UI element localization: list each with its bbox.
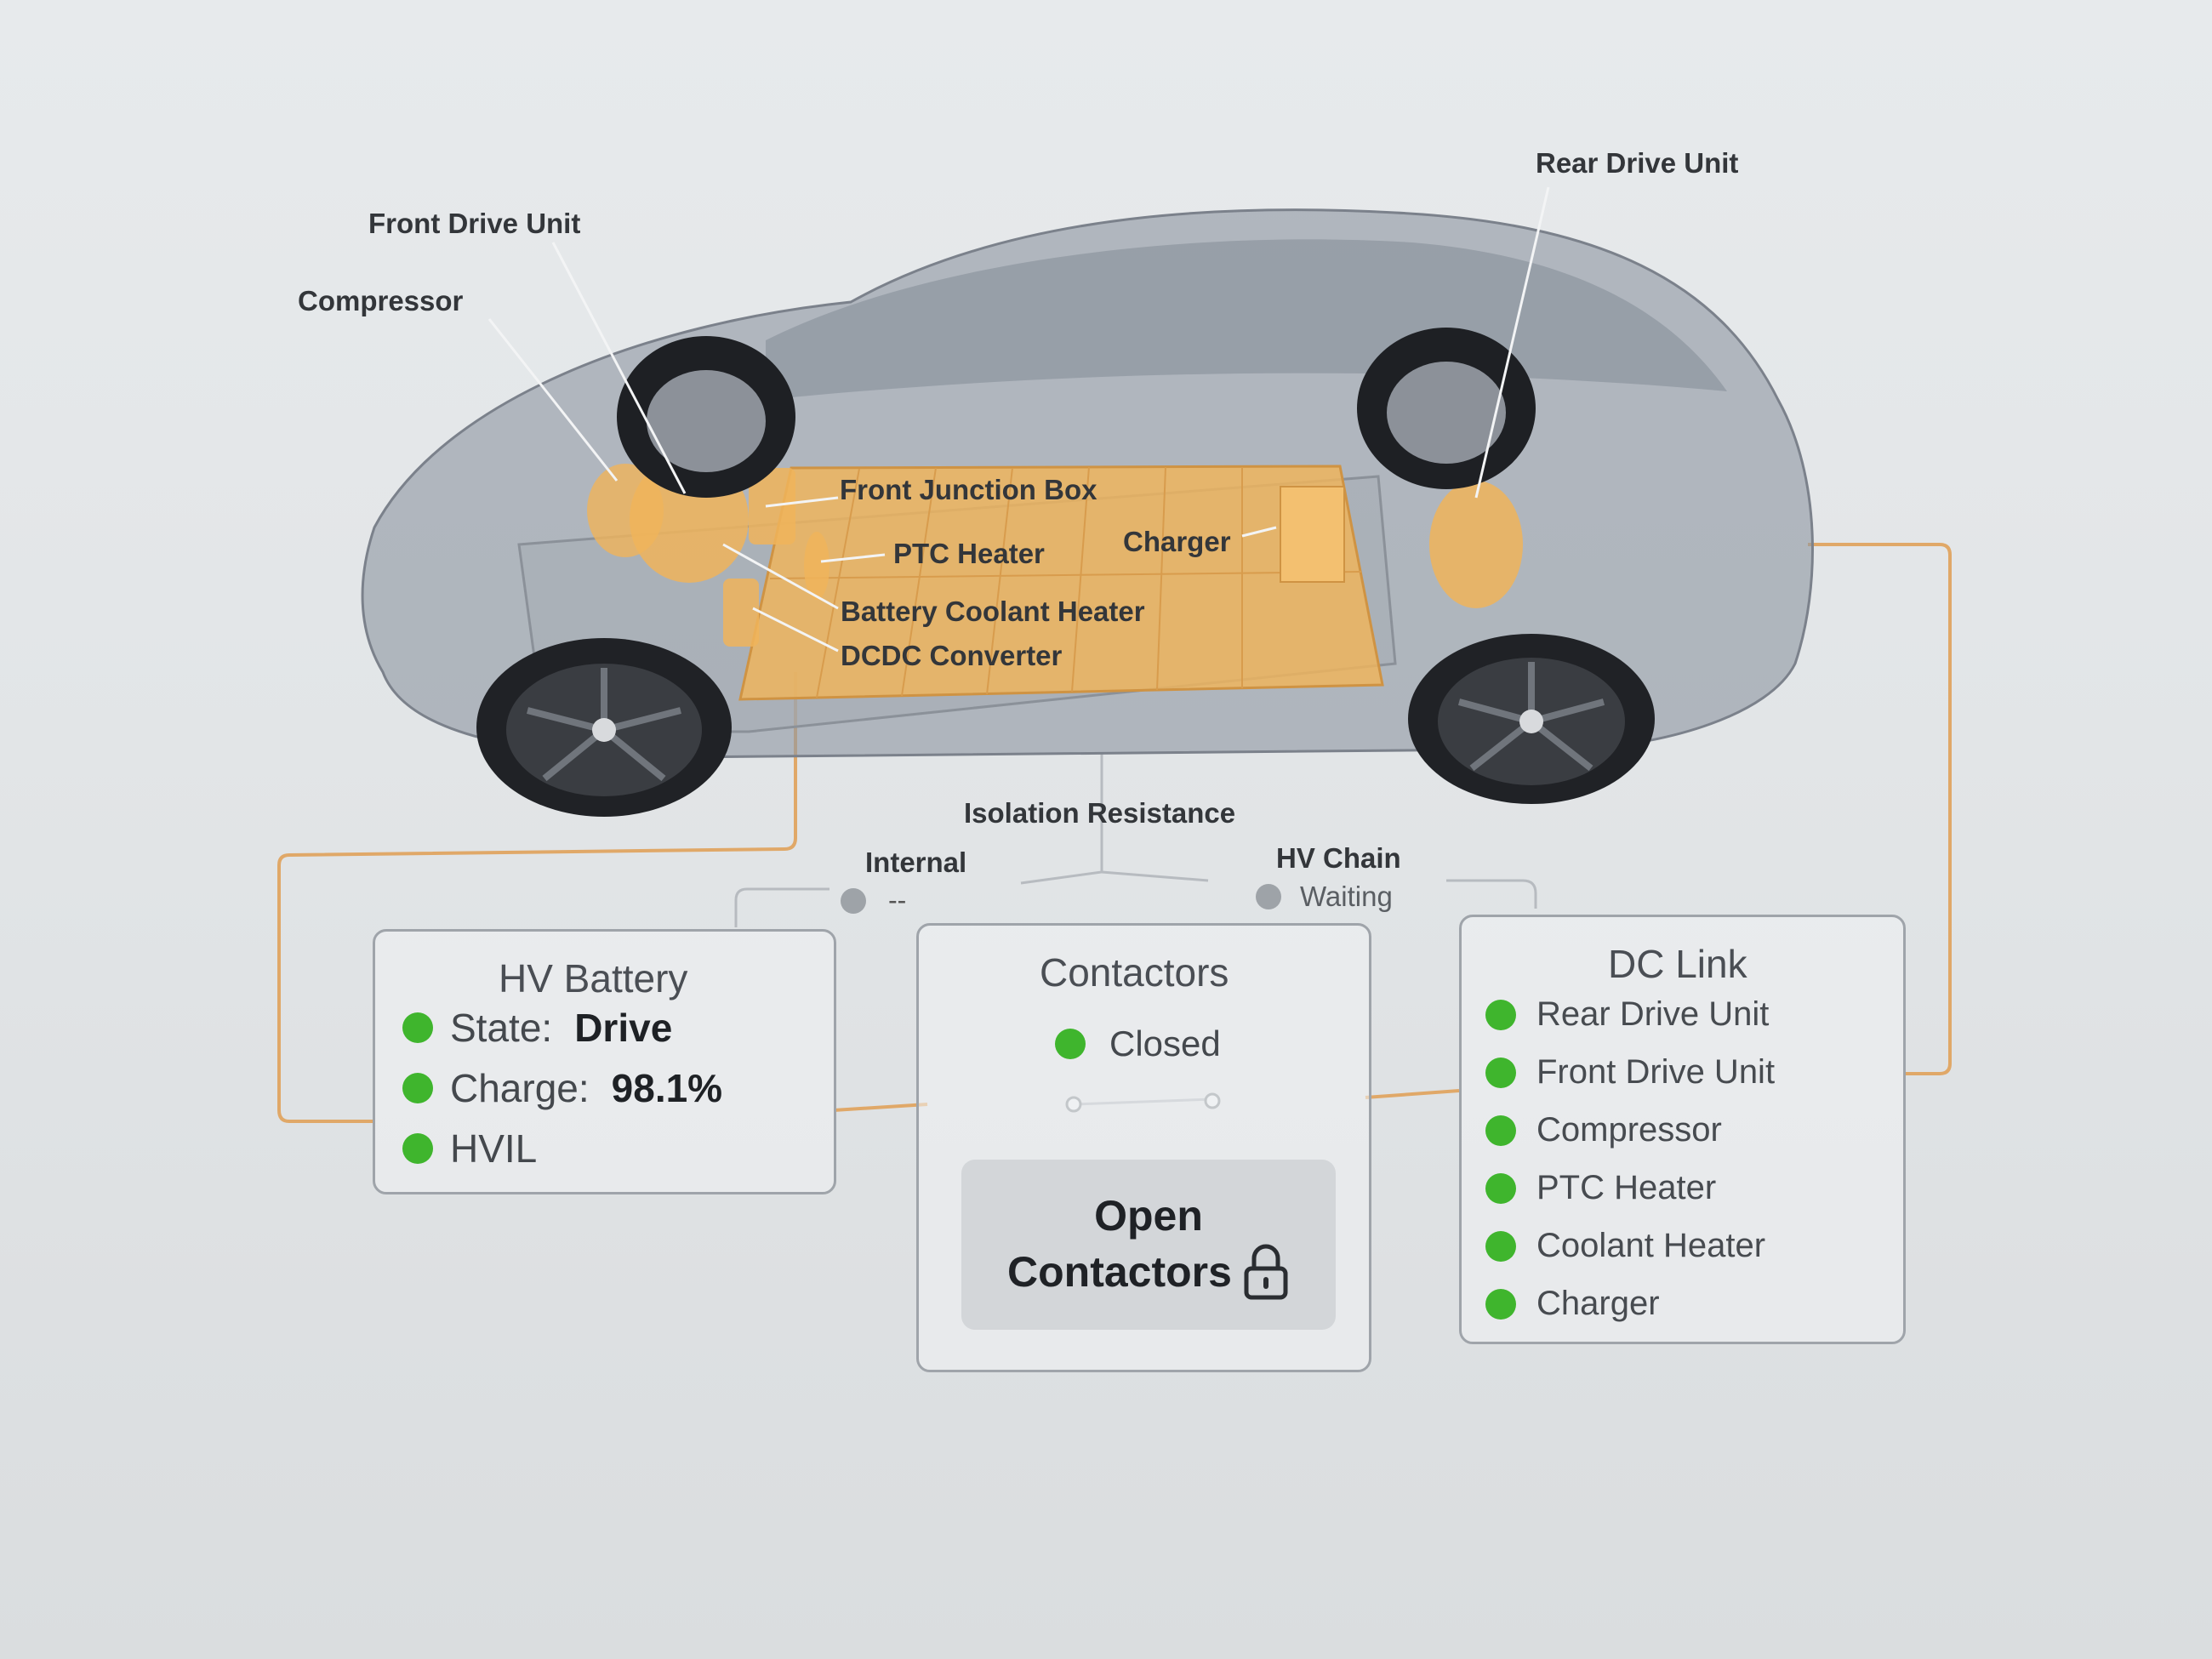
- label-rear-drive-unit: Rear Drive Unit: [1536, 147, 1739, 179]
- wheel-rear: [1408, 634, 1655, 804]
- state-label: State:: [450, 1006, 553, 1050]
- dc-link-item-label: Front Drive Unit: [1536, 1053, 1776, 1091]
- label-battery-coolant-heater: Battery Coolant Heater: [841, 596, 1145, 627]
- label-charger: Charger: [1123, 526, 1231, 557]
- contactors-title: Contactors: [1040, 950, 1229, 995]
- ptc-heater-component: [804, 532, 830, 600]
- internal-status-dot: [841, 887, 866, 914]
- dc-link-panel: DC Link Rear Drive Unit Front Drive Unit…: [1459, 915, 1906, 1344]
- battery-cells: [769, 466, 1362, 698]
- charger-component: [1280, 486, 1345, 583]
- label-compressor: Compressor: [298, 285, 464, 316]
- wheel-front: [476, 638, 732, 817]
- isolation-hv-chain-status: Waiting: [1256, 881, 1393, 913]
- dc-link-item-label: PTC Heater: [1536, 1169, 1717, 1206]
- dc-link-item: Compressor: [1485, 1111, 1722, 1149]
- hv-chain-value: Waiting: [1300, 881, 1393, 912]
- dc-link-item-label: Compressor: [1536, 1111, 1722, 1149]
- hv-battery-charge-row: Charge: 98.1%: [402, 1065, 722, 1111]
- state-status-dot: [402, 1012, 433, 1043]
- hvil-status-dot: [402, 1133, 433, 1164]
- wheel-rear-far: [1357, 328, 1536, 489]
- hv-battery-panel: HV Battery State: Drive Charge: 98.1% HV…: [373, 929, 836, 1194]
- contactors-panel: Contactors Closed Open Contactors: [916, 923, 1371, 1372]
- hv-wiring: [277, 543, 1952, 1123]
- open-contactors-line2: Contactors: [1007, 1248, 1232, 1296]
- dc-link-item-label: Charger: [1536, 1285, 1660, 1322]
- internal-value: --: [888, 885, 907, 915]
- dc-link-item: Coolant Heater: [1485, 1227, 1765, 1265]
- contactors-status-dot: [1055, 1029, 1086, 1059]
- dc-link-title: DC Link: [1608, 942, 1747, 986]
- charge-status-dot: [402, 1073, 433, 1103]
- dc-link-item: Charger: [1485, 1285, 1660, 1323]
- dc-link-status-dot: [1485, 1057, 1516, 1088]
- rear-drive-unit-component: [1429, 481, 1523, 608]
- dc-link-item: Front Drive Unit: [1485, 1053, 1775, 1092]
- wheel-front-far: [617, 336, 795, 498]
- dc-link-status-dot: [1485, 999, 1516, 1030]
- isolation-resistance-title: Isolation Resistance: [964, 797, 1236, 829]
- dc-link-item: PTC Heater: [1485, 1169, 1716, 1207]
- hv-battery-title: HV Battery: [499, 956, 688, 1001]
- dc-link-status-dot: [1485, 1115, 1516, 1146]
- dcdc-converter-component: [723, 579, 759, 647]
- contactors-status-row: Closed: [1055, 1023, 1221, 1064]
- state-value: Drive: [574, 1006, 673, 1050]
- hv-battery-state-row: State: Drive: [402, 1005, 672, 1051]
- label-front-drive-unit: Front Drive Unit: [368, 208, 581, 239]
- isolation-internal-status: --: [841, 885, 906, 916]
- label-ptc-heater: PTC Heater: [893, 538, 1045, 569]
- dc-link-item-label: Rear Drive Unit: [1536, 995, 1770, 1033]
- open-contactors-line1: Open: [1094, 1192, 1203, 1240]
- charge-value: 98.1%: [611, 1066, 723, 1110]
- dc-link-item-label: Coolant Heater: [1536, 1227, 1766, 1264]
- contactors-status: Closed: [1109, 1023, 1221, 1063]
- label-dcdc-converter: DCDC Converter: [841, 640, 1063, 671]
- hv-battery-hvil-row: HVIL: [402, 1126, 537, 1172]
- callout-lines: [487, 186, 1550, 653]
- hvil-label: HVIL: [450, 1126, 538, 1171]
- dc-link-status-dot: [1485, 1288, 1516, 1320]
- dc-link-item: Rear Drive Unit: [1485, 995, 1769, 1034]
- open-contactors-button[interactable]: Open Contactors: [961, 1160, 1336, 1330]
- isolation-hv-chain-label: HV Chain: [1276, 842, 1401, 874]
- lock-icon: [1244, 1244, 1288, 1300]
- charge-label: Charge:: [450, 1066, 590, 1110]
- label-front-junction-box: Front Junction Box: [840, 474, 1097, 505]
- isolation-internal-label: Internal: [865, 847, 967, 878]
- hv-chain-status-dot: [1256, 884, 1281, 909]
- compressor-component: [587, 464, 664, 557]
- dc-link-status-dot: [1485, 1172, 1516, 1204]
- dc-link-status-dot: [1485, 1230, 1516, 1262]
